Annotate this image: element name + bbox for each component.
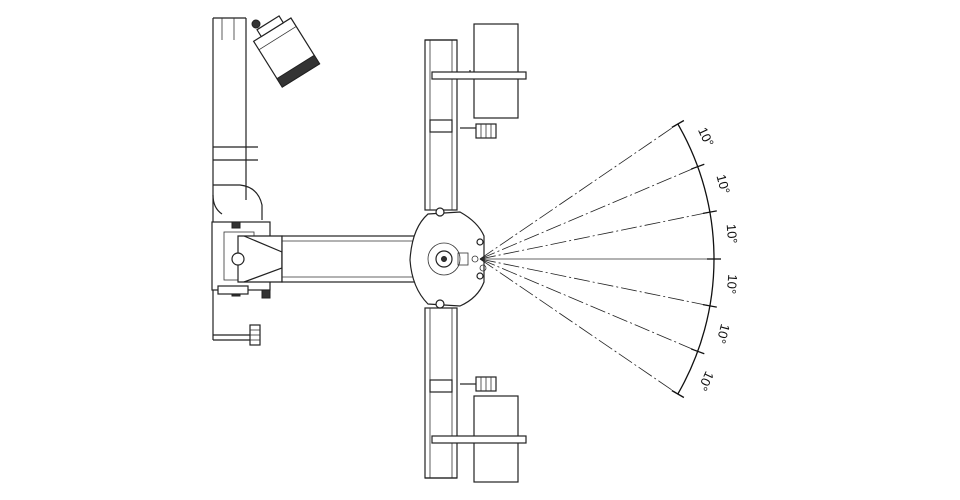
tilted-cylinder: [252, 15, 321, 88]
angle-label: 10°: [695, 125, 717, 149]
side-panels: [431, 23, 527, 483]
pivot-bolt: [251, 19, 261, 29]
angle-label: 10°: [695, 369, 717, 393]
arc-tick: [671, 119, 685, 129]
arm: [211, 221, 419, 346]
angle-label: 10°: [724, 223, 741, 244]
hub: [409, 207, 487, 309]
angle-ray: [479, 258, 698, 352]
angle-ray: [479, 123, 679, 260]
arc-tick: [690, 163, 705, 170]
arc-tick: [702, 210, 717, 214]
arc-tick: [690, 348, 705, 355]
angle-ray: [479, 258, 710, 307]
angle-ray: [479, 166, 698, 260]
arc-tick: [671, 389, 685, 399]
arc-tick: [702, 304, 717, 308]
angle-label: 10°: [713, 322, 733, 345]
angle-ray: [479, 258, 679, 395]
arc-ticks: [671, 119, 721, 399]
angle-label: 10°: [713, 173, 733, 196]
angle-ray: [479, 211, 710, 260]
angle-label: 10°: [724, 274, 741, 295]
vertical-bar: [424, 39, 497, 479]
angle-rays: [479, 123, 714, 395]
